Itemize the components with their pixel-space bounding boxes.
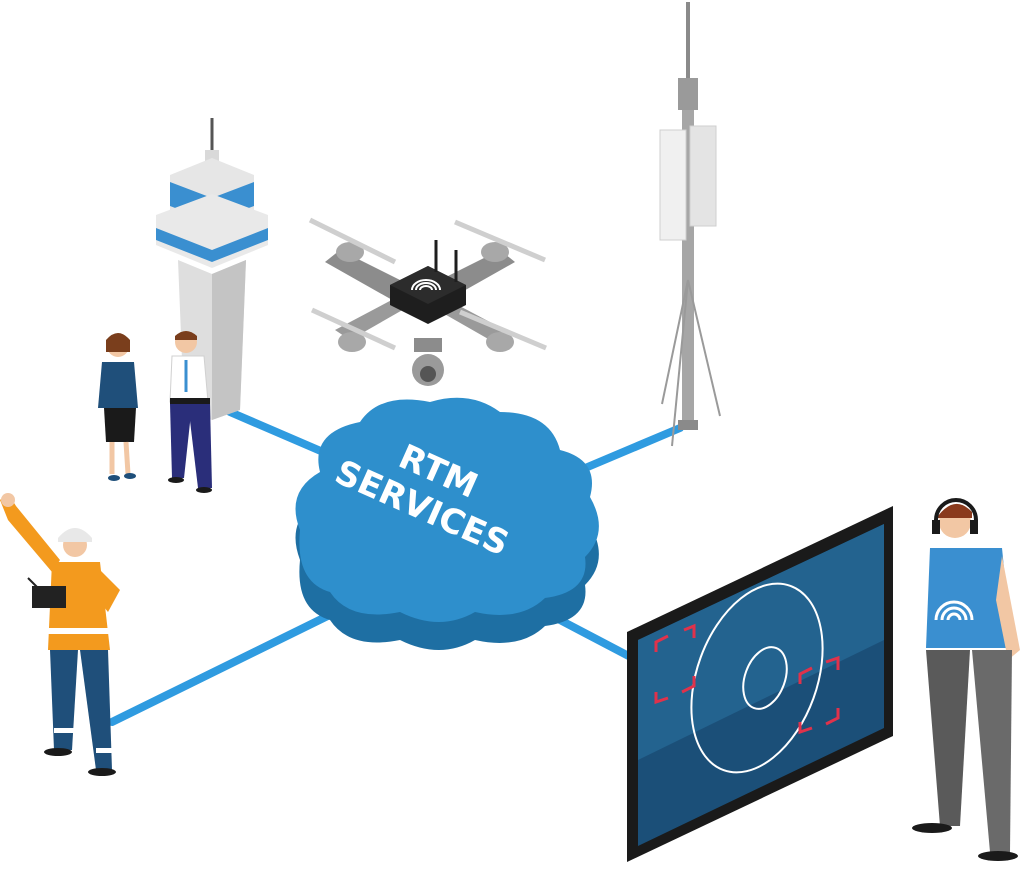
link-tower [226,408,334,459]
wireless-signal-icon [411,279,441,291]
pilot-figure [168,331,212,493]
cell-tower-icon [659,2,721,447]
field-worker-figure [0,493,120,776]
wireless-signal-icon [934,600,974,621]
link-screen [556,616,644,666]
rtm-services-cloud [295,397,599,650]
link-worker [108,601,354,726]
drone-icon [308,217,547,386]
businesswoman-figure [98,333,138,481]
radar-screen-icon [627,506,893,862]
operator-figure [912,498,1020,861]
